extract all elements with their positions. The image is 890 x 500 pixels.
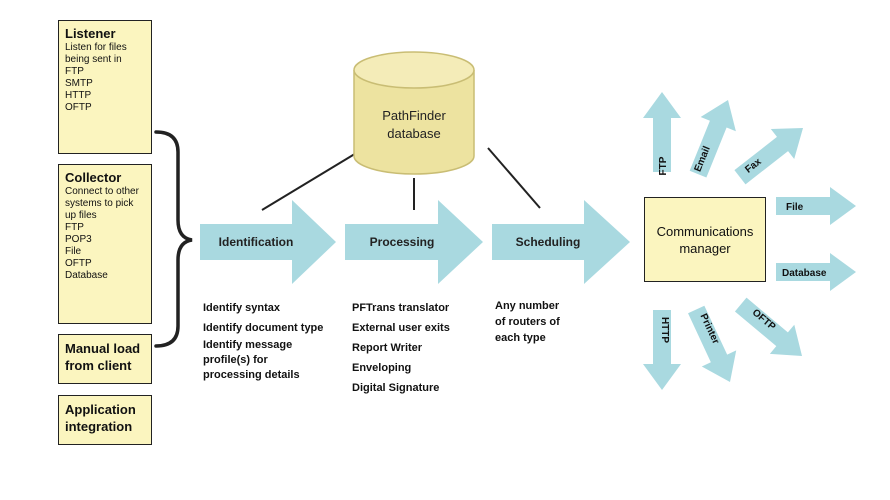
- application-integration-line: integration: [65, 419, 133, 434]
- manual-load-box: Manual load from client: [58, 334, 152, 384]
- ftp-output-label: FTP: [658, 156, 669, 175]
- database-label: PathFinder: [382, 108, 446, 123]
- email-output-arrow: [689, 100, 736, 178]
- communications-manager-box: Communications manager: [644, 197, 766, 282]
- collector-line: FTP: [65, 222, 84, 233]
- processing-details: PFTrans translator External user exits R…: [352, 298, 450, 398]
- file-output-arrow: [776, 187, 856, 225]
- listener-line: OFTP: [65, 102, 92, 113]
- scheduling-detail: of routers of: [495, 316, 560, 328]
- grouping-brace: [154, 130, 193, 348]
- collector-line: POP3: [65, 234, 92, 245]
- processing-detail: PFTrans translator: [352, 302, 450, 314]
- collector-line: Database: [65, 270, 108, 281]
- collector-line: File: [65, 246, 82, 257]
- communications-manager-line: Communications: [656, 223, 754, 239]
- identification-details: Identify syntax Identify document type I…: [203, 298, 323, 383]
- listener-line: SMTP: [65, 78, 93, 89]
- collector-line: OFTP: [65, 258, 92, 269]
- database-label: database: [387, 126, 441, 141]
- collector-line: systems to pick: [65, 198, 134, 209]
- http-output-arrow: [643, 310, 681, 390]
- application-integration-box: Application integration: [58, 395, 152, 445]
- application-integration-line: Application: [65, 402, 136, 417]
- listener-title: Listener: [65, 26, 116, 41]
- collector-line: up files: [65, 210, 97, 221]
- listener-line: FTP: [65, 66, 84, 77]
- database-output-arrow: [776, 253, 856, 291]
- processing-arrow: [345, 200, 483, 284]
- ftp-output-arrow: [643, 92, 681, 172]
- database-output-label: Database: [782, 268, 827, 279]
- identification-detail: Identify message: [203, 339, 293, 351]
- processing-detail: External user exits: [352, 322, 450, 334]
- identification-arrow: [200, 200, 336, 284]
- processing-detail: Enveloping: [352, 362, 412, 374]
- listener-line: HTTP: [65, 90, 92, 101]
- identification-detail: Identify syntax: [203, 302, 281, 314]
- fax-output-arrow: [734, 128, 803, 185]
- identification-label: Identification: [219, 235, 294, 249]
- listener-box: Listener Listen for files being sent in …: [58, 20, 152, 154]
- scheduling-details: Any number of routers of each type: [495, 298, 560, 346]
- identification-detail: Identify document type: [203, 322, 324, 334]
- processing-detail: Report Writer: [352, 342, 423, 354]
- scheduling-detail: each type: [495, 332, 546, 344]
- collector-box: Collector Connect to other systems to pi…: [58, 164, 152, 324]
- listener-line: being sent in: [65, 54, 122, 65]
- identification-detail: profile(s) for: [203, 354, 268, 366]
- collector-title: Collector: [65, 170, 122, 185]
- identification-detail: processing details: [203, 369, 300, 381]
- file-output-label: File: [786, 202, 804, 213]
- scheduling-label: Scheduling: [516, 235, 581, 249]
- manual-load-line: from client: [65, 358, 132, 373]
- http-output-label: HTTP: [659, 317, 670, 343]
- collector-line: Connect to other: [65, 186, 139, 197]
- database-cylinder: [353, 51, 475, 175]
- processing-detail: Digital Signature: [352, 382, 440, 394]
- processing-label: Processing: [370, 235, 435, 249]
- communications-manager-line: manager: [679, 240, 731, 256]
- manual-load-line: Manual load: [65, 341, 141, 356]
- connector-line: [261, 151, 359, 211]
- printer-output-arrow: [688, 305, 737, 382]
- scheduling-arrow: [492, 200, 630, 284]
- connector-line: [487, 147, 541, 209]
- listener-line: Listen for files: [65, 42, 127, 53]
- scheduling-detail: Any number: [495, 300, 560, 312]
- oftp-output-arrow: [734, 297, 802, 356]
